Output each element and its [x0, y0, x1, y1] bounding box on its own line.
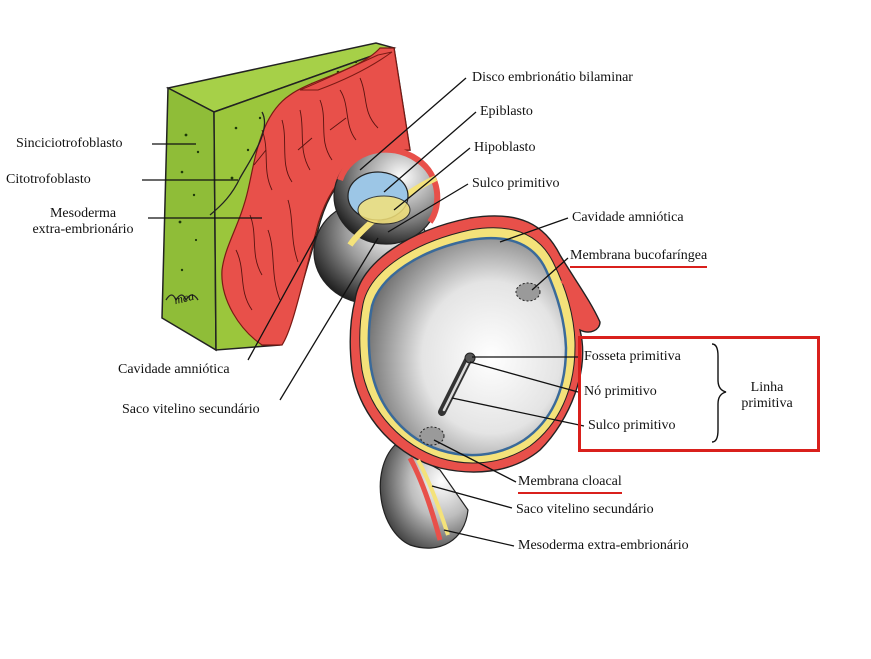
- mesoderm-fibres: [235, 77, 379, 311]
- label-saco-vitelino-right: Saco vitelino secundário: [516, 502, 654, 517]
- amniotic-cavity-large: [367, 236, 568, 457]
- primitive-groove: [442, 360, 470, 412]
- label-linha-line2: primitiva: [741, 396, 793, 411]
- label-hipoblasto: Hipoblasto: [474, 140, 536, 155]
- large-embryo: [349, 215, 601, 549]
- signature-mark: [165, 294, 199, 302]
- small-red-rim: [337, 146, 441, 224]
- primitive-line-highlight-box: [578, 336, 820, 452]
- bottom-yellow-tail: [416, 459, 450, 536]
- label-cavidade-amniotica-right: Cavidade amniótica: [572, 210, 684, 225]
- trophoblast-block: [161, 42, 411, 352]
- label-mesoderma-line2: extra-embrionário: [32, 222, 134, 237]
- label-epiblasto: Epiblasto: [480, 104, 533, 119]
- mesoderm-top-strip: [299, 51, 393, 91]
- bottom-mesoderm-tail: [407, 456, 443, 541]
- label-cavidade-amniotica-left: Cavidade amniótica: [118, 362, 230, 377]
- label-citotrofoblasto: Citotrofoblasto: [6, 172, 91, 187]
- label-mesoderma-line1: Mesoderma: [49, 206, 117, 221]
- bracket-icon: [711, 343, 727, 443]
- label-membrana-cloacal: Membrana cloacal: [518, 474, 622, 494]
- label-membrana-bucofaringea: Membrana bucofaríngea: [570, 248, 708, 268]
- label-saco-vitelino-left: Saco vitelino secundário: [122, 402, 260, 417]
- mesoderm-region: [221, 47, 411, 346]
- label-mesoderma-bottom: Mesoderma extra-embrionário: [518, 538, 689, 553]
- label-fosseta-primitiva: Fosseta primitiva: [584, 349, 681, 364]
- cytotrophoblast-border: [209, 111, 266, 216]
- small-embryo-sphere: [313, 146, 441, 305]
- label-sinciciotrofoblasto: Sinciciotrofoblasto: [16, 136, 123, 151]
- label-mesoderma-extra: Mesoderma extra-embrionário: [22, 206, 144, 238]
- cloacal-membrane: [419, 426, 445, 446]
- label-sulco-primitivo-top: Sulco primitivo: [472, 176, 560, 191]
- leader-lines: [142, 77, 585, 547]
- hypoblast-disc: [357, 195, 411, 225]
- right-red-flap: [560, 278, 595, 331]
- label-linha-primitiva: Linha primitiva: [734, 380, 800, 412]
- label-sulco-primitivo-box: Sulco primitivo: [588, 418, 676, 433]
- label-linha-line1: Linha: [750, 380, 784, 395]
- primitive-node: [464, 352, 476, 364]
- block-side-face: [161, 86, 217, 352]
- label-no-primitivo: Nó primitivo: [584, 384, 657, 399]
- label-disco-embrionario: Disco embrionátio bilaminar: [472, 70, 633, 85]
